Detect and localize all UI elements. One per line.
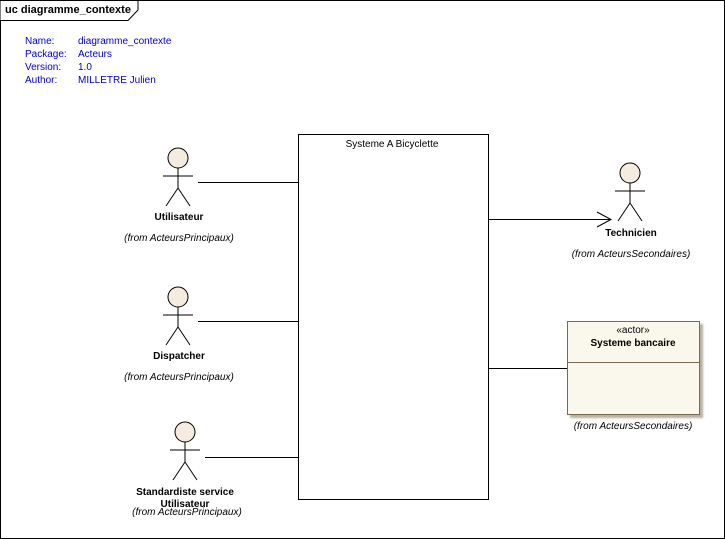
actor-utilisateur-name: Utilisateur xyxy=(154,212,204,223)
meta-value: 1.0 xyxy=(78,62,92,73)
meta-package-row: Package: Acteurs xyxy=(25,49,112,60)
bank-stereotype: «actor» xyxy=(616,325,650,336)
actor-technicien-figure[interactable] xyxy=(615,162,645,222)
actor-dispatcher-from: (from ActeursPrincipaux) xyxy=(124,372,234,383)
meta-value: Acteurs xyxy=(78,49,112,60)
meta-value: diagramme_contexte xyxy=(78,36,172,47)
meta-version-row: Version: 1.0 xyxy=(25,62,92,73)
bank-from: (from ActeursSecondaires) xyxy=(573,421,693,432)
system-boundary[interactable] xyxy=(298,134,489,500)
bank-name: Systeme bancaire xyxy=(590,338,676,349)
association-technicien[interactable] xyxy=(488,211,613,228)
meta-key: Version: xyxy=(25,62,62,73)
bank-actor-box[interactable] xyxy=(567,321,700,415)
meta-name-row: Name: diagramme_contexte xyxy=(25,36,171,47)
meta-key: Package: xyxy=(25,49,67,60)
actor-utilisateur-figure[interactable] xyxy=(163,147,193,207)
meta-key: Author: xyxy=(25,75,58,86)
actor-standardiste-name: Standardiste service Utilisateur xyxy=(136,487,234,510)
actor-dispatcher-name: Dispatcher xyxy=(153,351,205,362)
actor-dispatcher-figure[interactable] xyxy=(163,286,193,346)
actor-technicien-from: (from ActeursSecondaires) xyxy=(571,249,691,260)
meta-key: Name: xyxy=(25,36,55,47)
meta-author-row: Author: MILLETRE Julien xyxy=(25,75,156,86)
actor-technicien-name: Technicien xyxy=(605,228,657,239)
actor-standardiste-from: (from ActeursPrincipaux) xyxy=(132,507,242,518)
diagram-title: uc diagramme_contexte xyxy=(5,4,131,16)
actor-standardiste-figure[interactable] xyxy=(170,421,200,481)
class-divider xyxy=(568,362,699,363)
diagram-title-tab xyxy=(0,0,139,21)
meta-value: MILLETRE Julien xyxy=(78,75,156,86)
system-label: Systeme A Bicyclette xyxy=(345,139,439,150)
actor-utilisateur-from: (from ActeursPrincipaux) xyxy=(124,233,234,244)
